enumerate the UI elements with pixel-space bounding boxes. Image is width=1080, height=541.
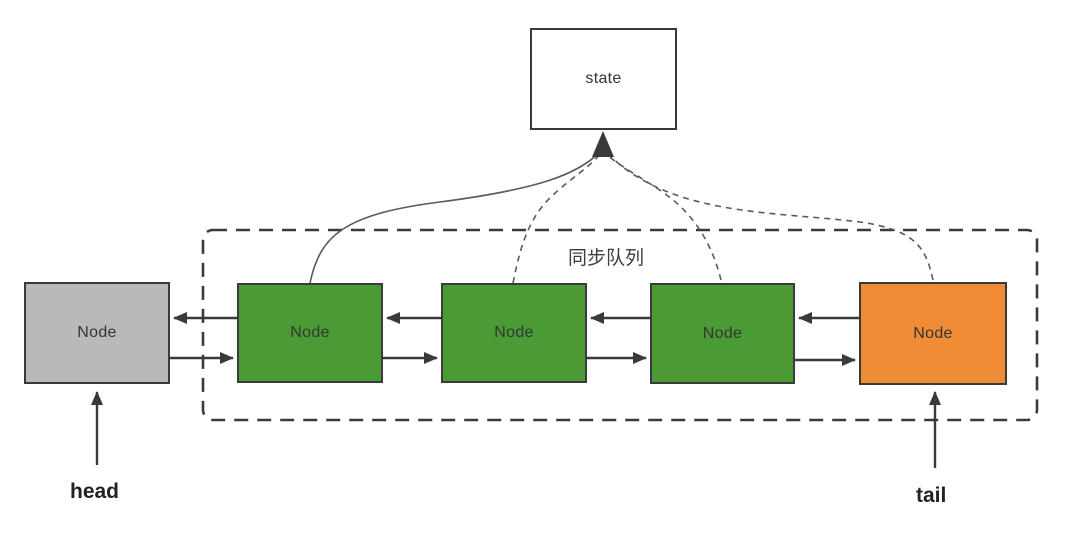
queue-node-2: Node — [441, 283, 587, 383]
state-arrowhead-icon — [592, 131, 614, 157]
queue-node-3: Node — [650, 283, 795, 384]
node-label: Node — [702, 324, 743, 342]
node-label: Node — [494, 324, 534, 341]
node-label: Node — [290, 324, 330, 341]
tail-node: Node — [859, 282, 1007, 385]
state-ref-curve-dashed-2 — [605, 153, 722, 281]
head-pointer-label: head — [70, 480, 120, 503]
state-ref-curve-solid — [309, 151, 601, 284]
queue-node-1: Node — [237, 283, 383, 383]
state-box-label: state — [585, 70, 622, 87]
state-box: state — [530, 28, 677, 130]
node-label: Node — [913, 324, 953, 342]
node-label: Node — [77, 324, 117, 341]
sync-queue-label: 同步队列 — [568, 248, 645, 269]
state-ref-curve-dashed-3 — [608, 154, 934, 281]
tail-pointer-label: tail — [916, 484, 947, 507]
head-node: Node — [24, 282, 170, 384]
